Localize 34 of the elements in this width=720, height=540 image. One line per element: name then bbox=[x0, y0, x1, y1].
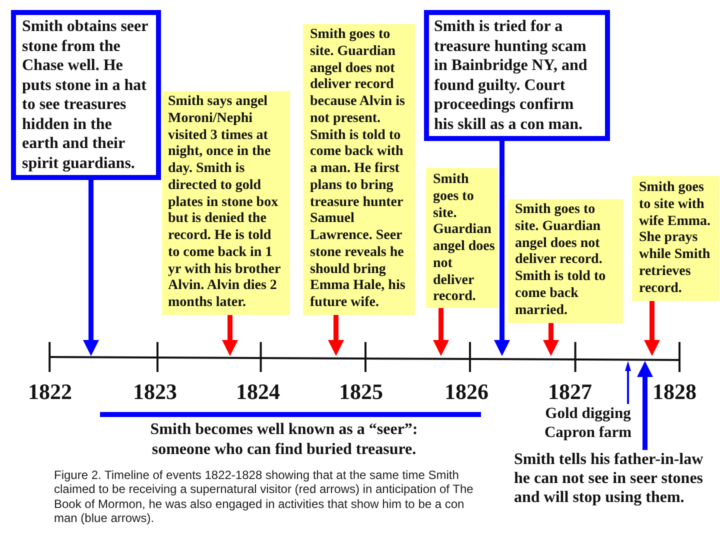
note-text: Smith goes to site. Guardian angel does not deliver record. Smith is told to come back married. bbox=[515, 202, 607, 320]
year-label: 1827 bbox=[548, 379, 592, 405]
note-text: Smith says angel Moroni/Nephi visited 3 times at night, once in the day. Smith is directed to gold plates in stone box but is denied the record. He is told to come back in 1 yr with his brother Alvin. Alvin dies 2 months later. bbox=[168, 94, 282, 312]
event-text: Smith is tried for a treasure hunting scam in Bainbridge NY, and found guilty. Court proceedings confirm his skill as a con man. bbox=[434, 17, 588, 134]
year-label: 1823 bbox=[133, 379, 177, 405]
event-box bbox=[11, 10, 161, 180]
period-label: Smith becomes well known as a “seer”: someone who can find buried treasure. bbox=[149, 420, 419, 460]
arrow bbox=[543, 323, 559, 356]
event-label: Smith tells his father-in-law he can not see in seer stones and will stop using them. bbox=[514, 450, 714, 507]
note-text: Smith goes to site with wife Emma. She prays while Smith retrieves record. bbox=[639, 180, 712, 298]
timeline-line bbox=[50, 356, 680, 361]
year-label: 1825 bbox=[339, 379, 383, 405]
arrow bbox=[637, 361, 653, 450]
year-label: 1824 bbox=[236, 379, 280, 405]
arrow bbox=[328, 315, 344, 356]
arrow bbox=[83, 180, 99, 356]
year-label: 1828 bbox=[652, 379, 696, 405]
figure-caption: Figure 2. Timeline of events 1822-1828 showing that at the same time Smith claimed to be receiving a supernatural visitor (red arrows) in anticipation of The Book of Mormon, he was also engaged in activities that show him to be a con man (blue arrows). bbox=[54, 468, 474, 526]
arrow bbox=[625, 361, 631, 404]
arrow bbox=[222, 315, 238, 356]
arrow bbox=[433, 308, 449, 356]
event-label: Gold digging Capron farm bbox=[538, 404, 638, 442]
note-box bbox=[426, 168, 498, 308]
note-box bbox=[508, 199, 623, 323]
note-box bbox=[303, 24, 415, 315]
note-box bbox=[632, 176, 719, 301]
year-label: 1826 bbox=[444, 379, 488, 405]
arrow bbox=[494, 141, 510, 356]
note-text: Smith goes to site. Guardian angel does not deliver record because Alvin is not present. Smith is told to come back with a man. He first plans to bring treasure hunter Samuel Lawrence. Seer stone reveals he should bring Emma Hale, his future wife. bbox=[310, 27, 406, 312]
event-text: Smith obtains seer stone from the Chase well. He puts stone in a hat to see treasures hidden in the earth and their spirit guardians. bbox=[22, 17, 149, 173]
arrow bbox=[644, 301, 660, 356]
event-box bbox=[424, 10, 610, 141]
note-text: Smith goes to site. Guardian angel does not deliver record. bbox=[433, 172, 496, 306]
year-label: 1822 bbox=[28, 379, 72, 405]
